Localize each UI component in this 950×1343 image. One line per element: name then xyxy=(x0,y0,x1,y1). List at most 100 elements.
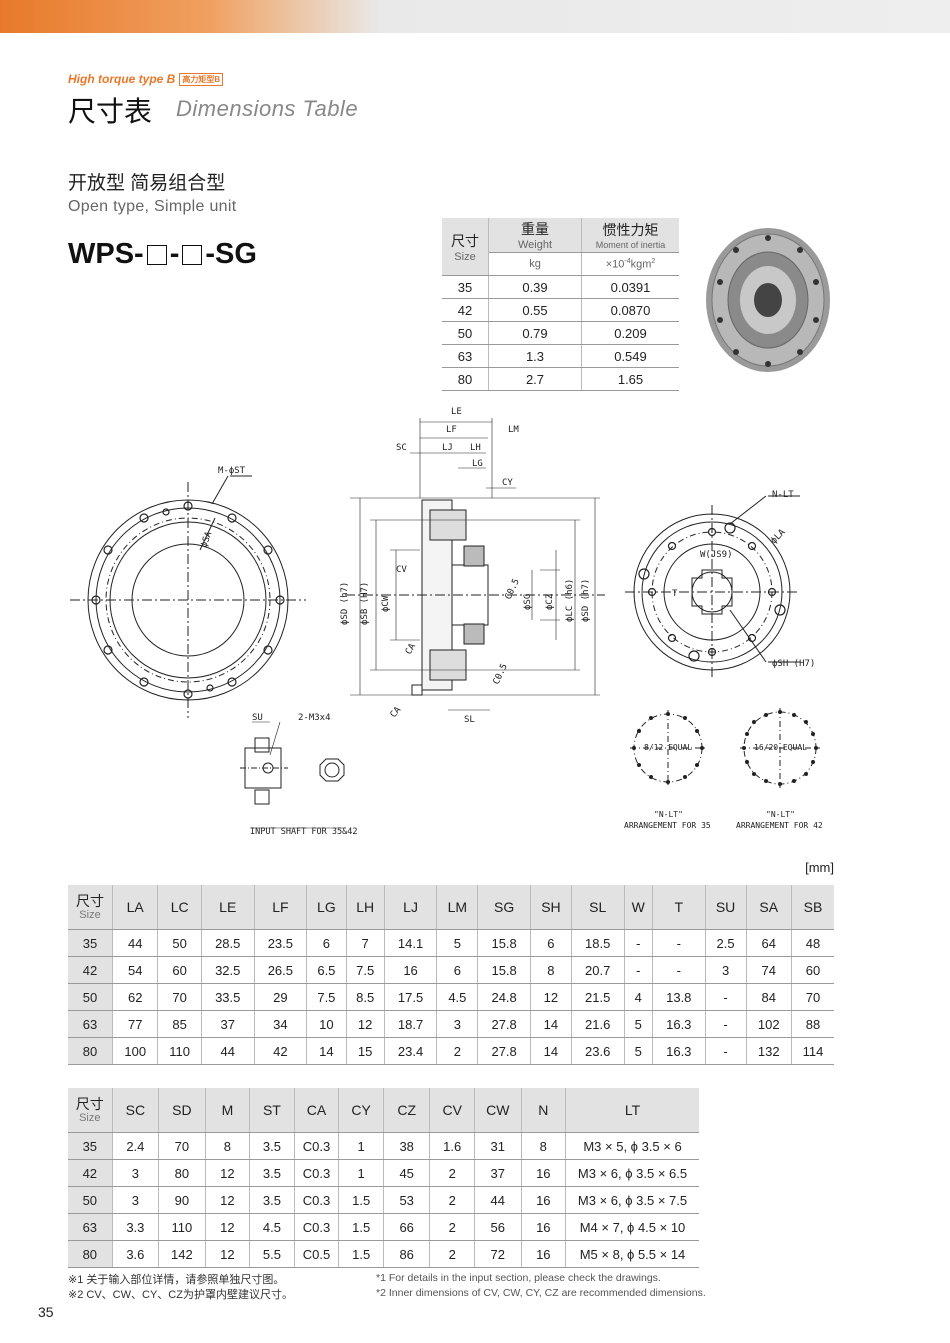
table-cell: 29 xyxy=(254,983,308,1011)
column-header: LC xyxy=(157,885,202,930)
table-cell: 48 xyxy=(791,929,834,957)
label-sb: ϕSB (H7) xyxy=(360,582,370,625)
column-header: CW xyxy=(474,1088,522,1133)
table-cell: 8.5 xyxy=(346,983,385,1011)
page-title-en: Dimensions Table xyxy=(176,96,359,121)
column-header: CY xyxy=(338,1088,384,1133)
label-le: LE xyxy=(451,407,462,417)
table-cell: 62 xyxy=(112,983,159,1011)
label-sg: ϕSG xyxy=(523,594,533,610)
table-cell: 15.8 xyxy=(477,956,531,984)
table-cell: - xyxy=(705,1010,747,1038)
column-header: LM xyxy=(436,885,479,930)
table-cell: 77 xyxy=(112,1010,159,1038)
note-en-1: *1 For details in the input section, ple… xyxy=(376,1272,661,1284)
table-cell: 56 xyxy=(474,1213,522,1241)
column-header: LJ xyxy=(384,885,438,930)
label-cv: CV xyxy=(396,565,407,575)
table-cell: 3.5 xyxy=(249,1159,295,1187)
table-cell: 0.209 xyxy=(581,321,679,345)
column-header: LF xyxy=(254,885,308,930)
table-cell: 44 xyxy=(201,1037,255,1065)
table-cell: 3 xyxy=(436,1010,479,1038)
table-cell: 100 xyxy=(112,1037,159,1065)
label-sa: ϕSA xyxy=(199,530,214,549)
table-cell: 6.5 xyxy=(306,956,347,984)
table-cell: 16 xyxy=(521,1159,567,1187)
table-cell: 3 xyxy=(112,1186,160,1214)
table-cell: 3 xyxy=(705,956,747,984)
label-w: W(JS9) xyxy=(700,550,733,560)
label-arr1b: ARRANGEMENT FOR 35 xyxy=(624,821,711,830)
table-cell: 23.6 xyxy=(571,1037,625,1065)
table-cell: 16.3 xyxy=(652,1037,706,1065)
table-cell: M3 × 5, ϕ 3.5 × 6 xyxy=(565,1132,699,1160)
column-header: CA xyxy=(294,1088,340,1133)
column-header: N xyxy=(521,1088,567,1133)
table-cell: 8 xyxy=(521,1132,567,1160)
table-cell: 53 xyxy=(383,1186,431,1214)
table-cell: 110 xyxy=(157,1037,202,1065)
table-cell: 0.0870 xyxy=(581,298,679,322)
table-cell: C0.5 xyxy=(294,1240,340,1268)
column-header: T xyxy=(652,885,706,930)
table-cell: 15 xyxy=(346,1037,385,1065)
table-cell: 7.5 xyxy=(346,956,385,984)
size-cell: 35 xyxy=(442,275,489,299)
label-ca1: CA xyxy=(404,642,418,657)
size-cell: 50 xyxy=(442,321,489,345)
label-cy: CY xyxy=(502,478,513,488)
table-cell: 70 xyxy=(157,983,202,1011)
table-cell: 6 xyxy=(436,956,479,984)
table-cell: 8 xyxy=(205,1132,251,1160)
table-cell: 72 xyxy=(474,1240,522,1268)
label-cz: ϕCZ xyxy=(545,593,555,610)
label-nlt: N-LT xyxy=(772,490,794,500)
size-cell: 63 xyxy=(442,344,489,368)
table-cell: 3.5 xyxy=(249,1186,295,1214)
table-cell: C0.3 xyxy=(294,1186,340,1214)
table-cell: 5 xyxy=(624,1010,653,1038)
model-code: WPS---SG xyxy=(68,238,257,270)
column-header: SG xyxy=(477,885,531,930)
table-cell: 14.1 xyxy=(384,929,438,957)
section-title-cn: 开放型 简易组合型 xyxy=(68,173,226,194)
table-cell: 3.5 xyxy=(249,1132,295,1160)
column-header: W xyxy=(624,885,653,930)
label-arr2a: "N-LT" xyxy=(766,810,795,819)
table-cell: 0.79 xyxy=(488,321,582,345)
label-arr2b: ARRANGEMENT FOR 42 xyxy=(736,821,823,830)
note-cn-1: ※1 关于输入部位详情，请参照单独尺寸图。 xyxy=(68,1274,285,1286)
table-cell: 17.5 xyxy=(384,983,438,1011)
label-t: T xyxy=(672,589,678,599)
series-badge: 高力矩型B xyxy=(179,73,224,87)
table-cell: 33.5 xyxy=(201,983,255,1011)
table-cell: 70 xyxy=(158,1132,206,1160)
label-la: ϕLA xyxy=(769,527,788,546)
table-cell: 14 xyxy=(530,1037,572,1065)
label-sh: ϕSH (H7) xyxy=(772,659,815,669)
label-m-st: M-ϕST xyxy=(218,466,246,476)
column-header: CV xyxy=(429,1088,475,1133)
table-cell: 2 xyxy=(429,1159,475,1187)
table-cell: 0.39 xyxy=(488,275,582,299)
table-cell: 3.6 xyxy=(112,1240,160,1268)
table-cell: 1.6 xyxy=(429,1132,475,1160)
table-cell: 44 xyxy=(474,1186,522,1214)
table-cell: 86 xyxy=(383,1240,431,1268)
table-cell: 12 xyxy=(205,1186,251,1214)
table-cell: 45 xyxy=(383,1159,431,1187)
table-cell: 2 xyxy=(429,1213,475,1241)
table-cell: 5.5 xyxy=(249,1240,295,1268)
table-cell: 90 xyxy=(158,1186,206,1214)
